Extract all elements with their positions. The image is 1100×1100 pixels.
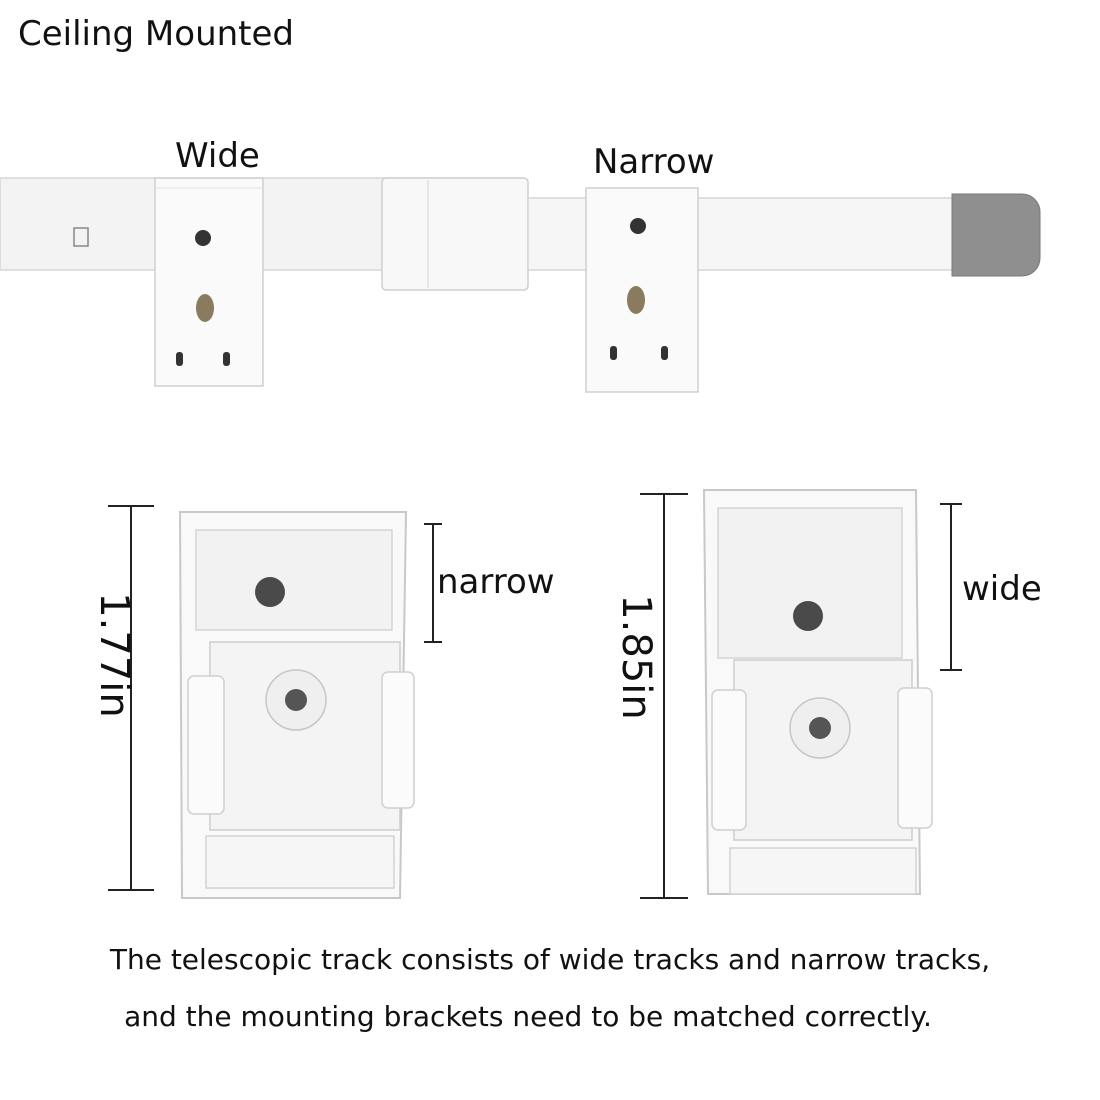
- end-cap: [951, 193, 1041, 277]
- track-connector: [381, 177, 529, 291]
- left-height-label: 1.77in: [91, 592, 137, 718]
- narrow-bracket-top: [585, 187, 699, 393]
- wide-bracket-closeup: [640, 489, 962, 899]
- caption-line-2: and the mounting brackets need to be mat…: [124, 1000, 932, 1033]
- wide-label-top: Wide: [175, 136, 260, 176]
- narrow-dimension-label: narrow: [437, 562, 555, 602]
- track-assembly: [0, 177, 1041, 393]
- caption-line-1: The telescopic track consists of wide tr…: [109, 943, 991, 976]
- wide-dimension-label: wide: [962, 569, 1042, 609]
- narrow-bracket-closeup: [108, 505, 442, 899]
- wide-bracket-top: [154, 177, 264, 387]
- right-height-label: 1.85in: [613, 594, 659, 720]
- narrow-label-top: Narrow: [593, 142, 715, 182]
- page-title: Ceiling Mounted: [18, 14, 295, 54]
